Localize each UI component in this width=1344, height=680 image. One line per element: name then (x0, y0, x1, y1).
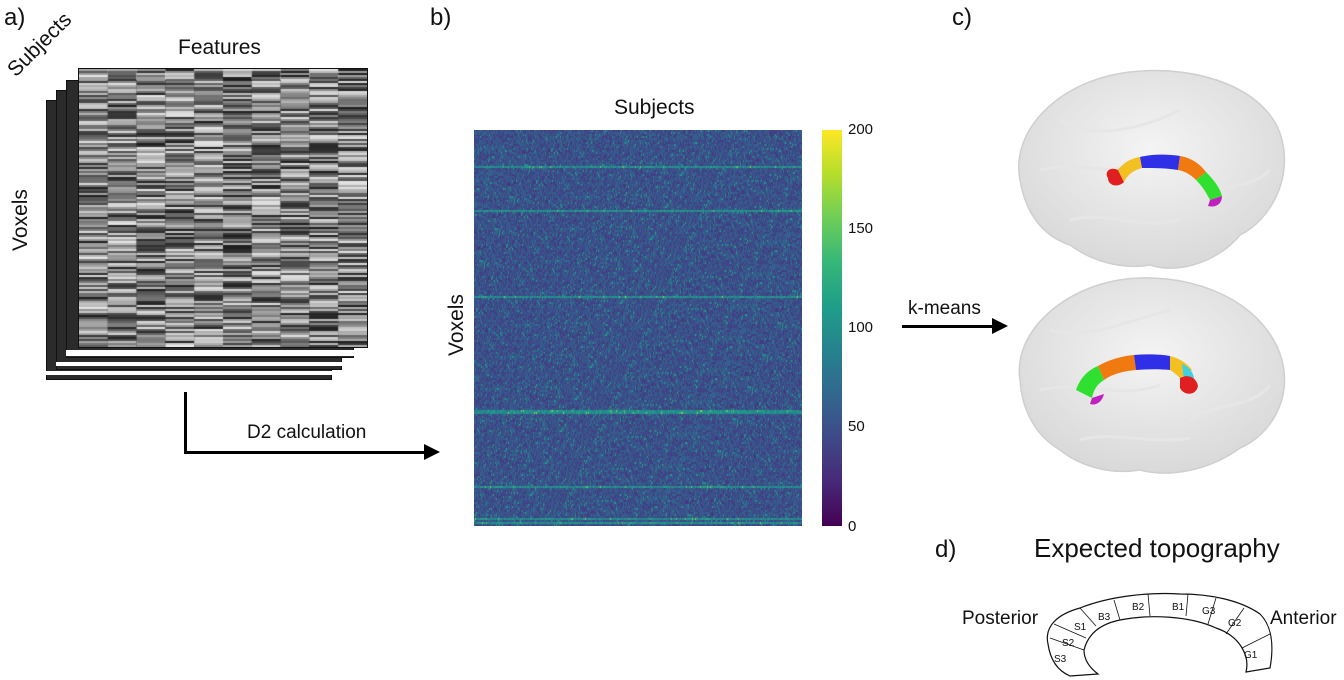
segment-label-b3: B3 (1098, 612, 1111, 623)
colorbar-tick-150: 150 (848, 220, 874, 237)
segment-label-s1: S1 (1074, 622, 1087, 633)
segment-bottom-magenta (1090, 394, 1104, 405)
colorbar (822, 130, 842, 526)
brain-top (1018, 69, 1286, 269)
sheet-edge-gap-2 (56, 362, 342, 366)
colorbar-tick-50: 50 (848, 418, 865, 435)
colorbar-tick-0: 0 (848, 518, 857, 535)
segment-label-s2: S2 (1062, 638, 1075, 649)
segment-label-g1: G1 (1244, 650, 1258, 661)
panel-d-letter: d) (935, 536, 957, 563)
panel-c-letter: c) (952, 4, 972, 31)
segment-top-green (1196, 172, 1222, 200)
arrowhead-a-to-b (424, 444, 440, 460)
segment-top-blue (1140, 154, 1180, 170)
d2-calculation-label: D2 calculation (247, 422, 367, 443)
cingulum-topography-diagram: S1 S2 S3 B3 B2 B1 G3 G2 G1 (1046, 592, 1273, 677)
k-means-label: k-means (908, 298, 981, 319)
voxels-axis-label-b: Voxels (444, 294, 468, 356)
segment-label-s3: S3 (1054, 654, 1067, 665)
segment-bottom-orange (1098, 355, 1136, 380)
features-label: Features (178, 36, 261, 59)
segment-label-g3: G3 (1202, 606, 1216, 617)
posterior-label: Posterior (962, 608, 1039, 629)
anterior-label: Anterior (1270, 608, 1337, 629)
segment-top-red (1106, 168, 1124, 186)
voxels-axis-label-a: Voxels (8, 189, 32, 251)
d2-heatmap (474, 130, 802, 526)
expected-topography-title: Expected topography (1034, 533, 1280, 563)
arrow-a-to-b-horizontal (184, 451, 424, 454)
arrow-b-to-c-line (902, 325, 994, 328)
colorbar-tick-100: 100 (848, 319, 874, 336)
panel-b-letter: b) (430, 4, 452, 31)
panel-a-letter: a) (4, 4, 26, 31)
segment-top-orange (1178, 156, 1206, 180)
segment-label-g2: G2 (1228, 618, 1242, 629)
segment-bottom-cyan (1182, 364, 1194, 380)
segment-label-b2: B2 (1132, 602, 1145, 613)
brain-bottom (1018, 277, 1286, 474)
segment-top-yellow (1118, 157, 1142, 182)
subjects-axis-label-b: Subjects (614, 96, 695, 119)
arrowhead-b-to-c (992, 318, 1008, 334)
matrix-sheet-front (78, 68, 368, 348)
sheet-edge-gap-3 (46, 371, 332, 375)
brain-renders (1018, 69, 1286, 474)
segment-bottom-green (1076, 366, 1104, 398)
sheet-edge-gap-1 (66, 350, 354, 356)
segment-bottom-red (1180, 376, 1198, 394)
segment-top-magenta (1208, 196, 1222, 207)
colorbar-tick-200: 200 (848, 121, 874, 138)
segment-bottom-blue (1134, 354, 1170, 370)
arrow-a-to-b-vertical (184, 392, 187, 454)
segment-label-b1: B1 (1172, 602, 1185, 613)
